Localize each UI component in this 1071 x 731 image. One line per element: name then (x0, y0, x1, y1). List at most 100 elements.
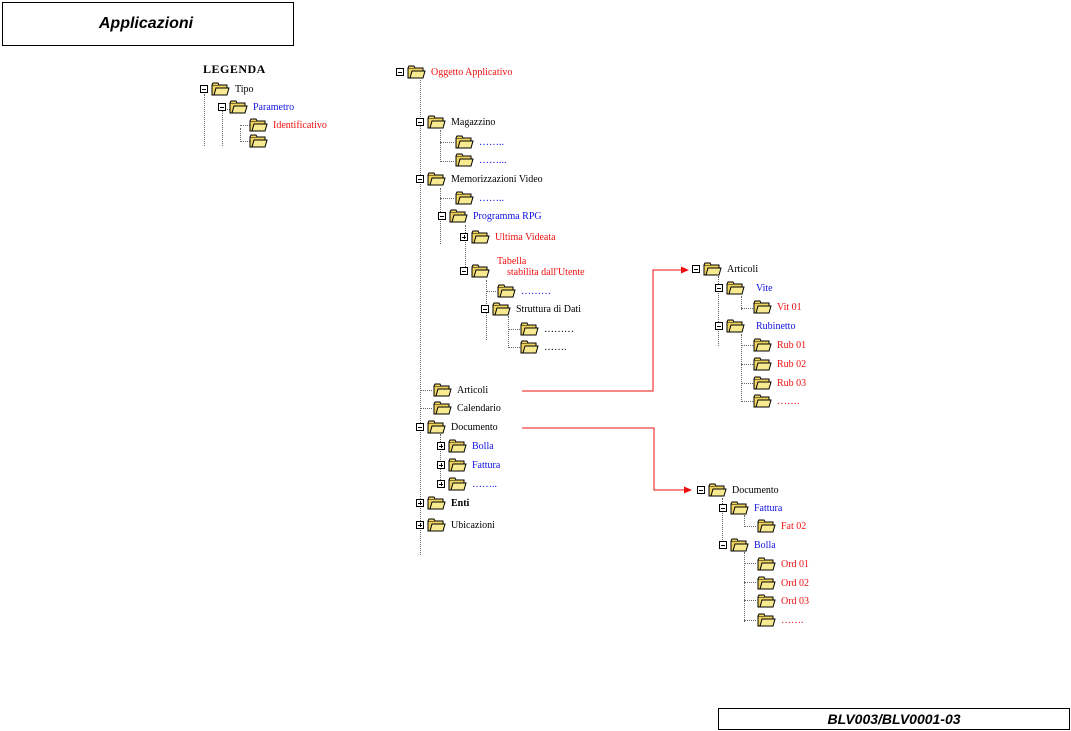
collapse-icon[interactable] (416, 175, 424, 183)
documento-ord01-node[interactable]: Ord 01 (757, 556, 809, 572)
tree-ubicazioni-node[interactable]: Ubicazioni (416, 517, 495, 533)
folder-icon (455, 191, 474, 205)
tree-memorizzazioni-node[interactable]: Memorizzazioni Video (416, 171, 543, 187)
expand-icon[interactable] (437, 442, 445, 450)
tree-ubicazioni-label: Ubicazioni (451, 519, 495, 531)
legend-identificativo-label: Identificativo (273, 119, 327, 131)
tree-calendario-node[interactable]: Calendario (433, 400, 501, 416)
collapse-icon[interactable] (218, 103, 226, 111)
folder-icon (753, 357, 772, 371)
articoli-arrowhead (681, 266, 689, 274)
tree-tabella-item[interactable]: ……… (497, 283, 551, 299)
tree-struttura-item-1[interactable]: ……… (520, 321, 574, 337)
tree-enti-node[interactable]: Enti (416, 495, 469, 511)
tree-fattura-node[interactable]: Fattura (437, 457, 500, 473)
documento-link-arrow (522, 427, 688, 491)
tree-programma-node[interactable]: Programma RPG (438, 208, 542, 224)
documento-more-label: ……. (781, 614, 804, 626)
folder-icon (708, 483, 727, 497)
documento-fattura-node[interactable]: Fattura (719, 500, 782, 516)
collapse-icon[interactable] (200, 85, 208, 93)
collapse-icon[interactable] (438, 212, 446, 220)
legend-tipo-node[interactable]: Tipo (200, 81, 254, 97)
tree-root-label: Oggetto Applicativo (431, 66, 513, 78)
documento-root-node[interactable]: Documento (697, 482, 779, 498)
tree-ultima-node[interactable]: Ultima Videata (460, 229, 556, 245)
page-title: Applicazioni (2, 2, 294, 46)
folder-icon (427, 420, 446, 434)
articoli-more-node[interactable]: ……. (753, 393, 800, 409)
tree-programma-label: Programma RPG (473, 210, 542, 222)
tree-root-node[interactable]: Oggetto Applicativo (396, 64, 512, 80)
expand-icon[interactable] (460, 233, 468, 241)
tree-struttura-item-2[interactable]: ……. (520, 339, 567, 355)
articoli-rubinetto-node[interactable]: Rubinetto (715, 318, 795, 334)
folder-icon (520, 340, 539, 354)
expand-icon[interactable] (437, 461, 445, 469)
folder-icon (757, 576, 776, 590)
tree-struttura-label: Struttura di Dati (516, 303, 581, 315)
documento-ord02-node[interactable]: Ord 02 (757, 575, 809, 591)
tree-magazzino-item-2[interactable]: ……... (455, 152, 507, 168)
expand-icon[interactable] (416, 521, 424, 529)
folder-icon (427, 496, 446, 510)
folder-icon (703, 262, 722, 276)
articoli-vite-node[interactable]: Vite (715, 280, 773, 296)
tree-tabella-node[interactable] (460, 263, 495, 279)
legend-identificativo-node[interactable]: Identificativo (249, 117, 327, 133)
collapse-icon[interactable] (719, 504, 727, 512)
documento-ord03-node[interactable]: Ord 03 (757, 593, 809, 609)
documento-fat02-label: Fat 02 (781, 520, 807, 532)
articoli-root-label: Articoli (727, 263, 759, 275)
articoli-rub02-node[interactable]: Rub 02 (753, 356, 806, 372)
articoli-vite-label: Vite (756, 282, 773, 294)
articoli-rub03-label: Rub 03 (777, 377, 807, 389)
tree-bolla-node[interactable]: Bolla (437, 438, 494, 454)
tree-magazzino-node[interactable]: Magazzino (416, 114, 495, 130)
documento-more-node[interactable]: ……. (757, 612, 804, 628)
expand-icon[interactable] (416, 499, 424, 507)
tree-item-label: ……... (479, 154, 507, 166)
tree-tabella-label: Tabella stabilita dall'Utente (497, 256, 585, 278)
folder-icon (433, 401, 452, 415)
collapse-icon[interactable] (715, 284, 723, 292)
tree-bolla-label: Bolla (472, 440, 494, 452)
collapse-icon[interactable] (481, 305, 489, 313)
tree-documento-node[interactable]: Documento (416, 419, 498, 435)
tree-articoli-node[interactable]: Articoli (433, 382, 488, 398)
collapse-icon[interactable] (719, 541, 727, 549)
folder-icon (433, 383, 452, 397)
folder-icon (753, 300, 772, 314)
collapse-icon[interactable] (697, 486, 705, 494)
tree-doc-item-node[interactable]: …….. (437, 476, 497, 492)
collapse-icon[interactable] (692, 265, 700, 273)
documento-ord02-label: Ord 02 (781, 577, 810, 589)
tree-magazzino-item-1[interactable]: …….. (455, 134, 504, 150)
folder-icon (757, 557, 776, 571)
articoli-vit01-node[interactable]: Vit 01 (753, 299, 802, 315)
articoli-rub01-node[interactable]: Rub 01 (753, 337, 806, 353)
legend-empty-node[interactable] (249, 133, 273, 149)
tree-item-label: ……… (544, 323, 574, 335)
articoli-rub03-node[interactable]: Rub 03 (753, 375, 806, 391)
folder-icon (757, 613, 776, 627)
folder-icon (471, 230, 490, 244)
expand-icon[interactable] (437, 480, 445, 488)
documento-fat02-node[interactable]: Fat 02 (757, 518, 806, 534)
documento-fattura-label: Fattura (754, 502, 783, 514)
collapse-icon[interactable] (416, 423, 424, 431)
collapse-icon[interactable] (460, 267, 468, 275)
tree-fattura-label: Fattura (472, 459, 501, 471)
documento-bolla-node[interactable]: Bolla (719, 537, 776, 553)
folder-icon (448, 458, 467, 472)
legend-parametro-node[interactable]: Parametro (218, 99, 294, 115)
folder-icon (427, 172, 446, 186)
articoli-root-node[interactable]: Articoli (692, 261, 758, 277)
tree-mem-item[interactable]: …….. (455, 190, 504, 206)
collapse-icon[interactable] (715, 322, 723, 330)
tree-struttura-node[interactable]: Struttura di Dati (481, 301, 581, 317)
collapse-icon[interactable] (396, 68, 404, 76)
collapse-icon[interactable] (416, 118, 424, 126)
tree-enti-label: Enti (451, 497, 470, 509)
tree-ultima-label: Ultima Videata (495, 231, 556, 243)
